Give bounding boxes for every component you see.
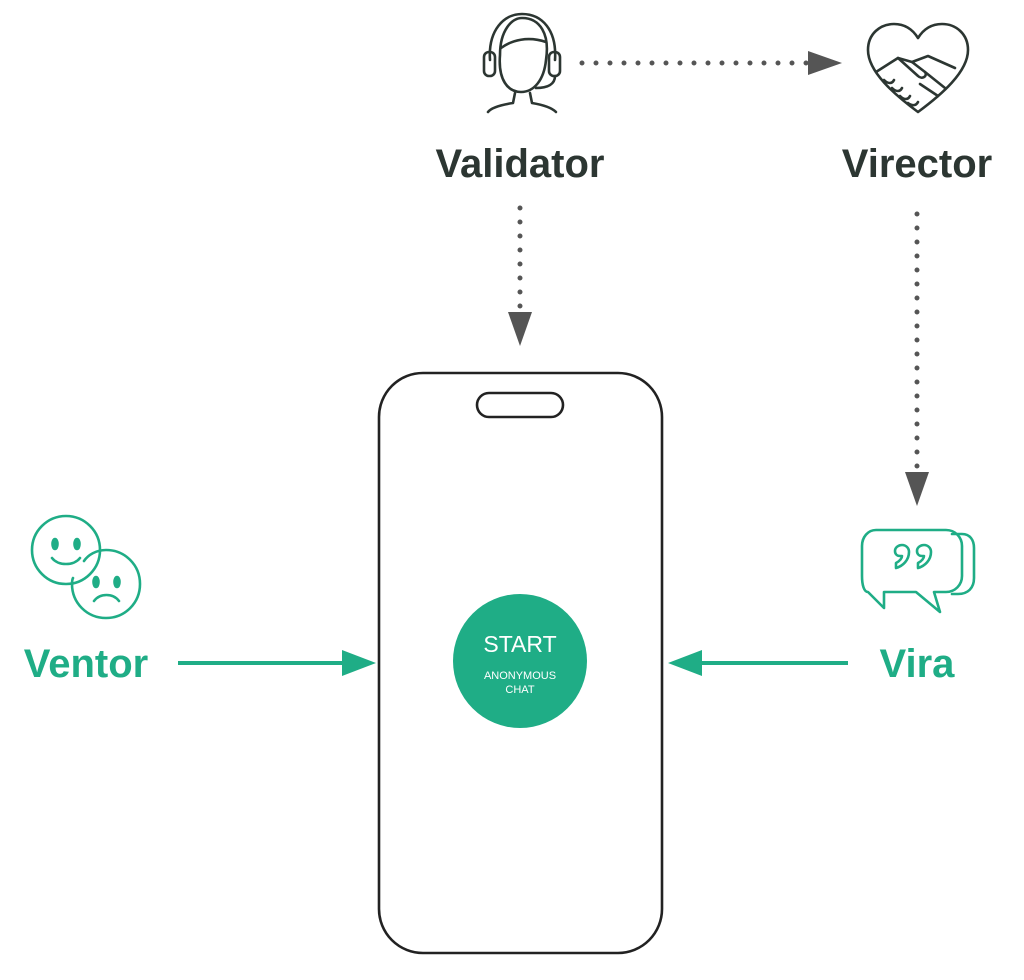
dotted-arrow-validator-to-phone — [508, 205, 532, 346]
arrow-ventor-to-phone — [178, 650, 376, 676]
validator-label: Validator — [436, 142, 605, 186]
start-button-label: START — [483, 631, 556, 657]
start-button-sublabel-line1: ANONYMOUS — [484, 670, 556, 682]
start-anonymous-chat-button[interactable]: START ANONYMOUS CHAT — [453, 594, 587, 728]
virector-label: Virector — [842, 142, 992, 186]
happy-sad-faces-icon — [30, 514, 142, 620]
start-button-sublabel-line2: CHAT — [505, 684, 534, 696]
arrow-vira-to-phone — [668, 650, 848, 676]
phone-notch — [475, 391, 565, 419]
headset-agent-icon — [482, 12, 562, 114]
ventor-label: Ventor — [24, 642, 148, 686]
quote-speech-bubbles-icon — [860, 528, 976, 614]
handshake-heart-icon — [866, 22, 970, 114]
dotted-arrow-validator-to-virector — [579, 51, 842, 75]
dotted-arrow-virector-to-vira — [905, 211, 929, 506]
vira-label: Vira — [880, 642, 956, 686]
